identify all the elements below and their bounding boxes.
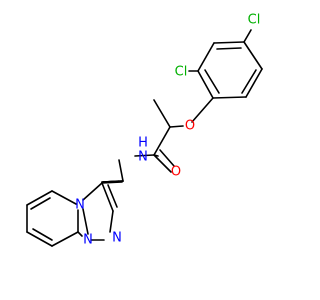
bond-ch-ch3 (153, 99, 171, 128)
bridgehead-nitrogen-atom: N (75, 198, 85, 213)
bond-n-ch2 (118, 159, 124, 182)
bond (51, 190, 77, 205)
bond (26, 231, 53, 247)
bond (197, 70, 214, 99)
triazole-nitrogen-lower: N (83, 233, 93, 248)
chlorine-atom-para: Cl (248, 13, 261, 28)
triazole-ring (82, 182, 118, 241)
bond (82, 208, 89, 235)
bond (204, 69, 220, 94)
background (0, 0, 300, 300)
bond-carbonyl-o-double (159, 149, 175, 167)
bond (51, 231, 79, 247)
bond (107, 184, 118, 208)
bond (197, 42, 215, 72)
bond-chain-ring (101, 181, 123, 184)
bond-o-ch (169, 125, 184, 128)
amide-nitrogen-atom: N (138, 150, 148, 165)
bond (243, 41, 263, 70)
bond (101, 182, 114, 212)
bond (77, 231, 83, 237)
bond (245, 68, 263, 98)
bond (216, 47, 242, 50)
bond (241, 69, 257, 94)
carbonyl-oxygen-atom: O (171, 165, 181, 180)
bond (212, 96, 247, 99)
bond (26, 190, 53, 206)
triazole-nitrogen-upper: N (112, 231, 122, 246)
bond-ch-carbonyl (153, 126, 171, 156)
molecule-canvas: Cl Cl O O N H N N N (0, 0, 300, 300)
bond-aryl-o (191, 97, 214, 123)
bond-c-cl-top (243, 29, 252, 43)
amide-hydrogen-atom: H (138, 136, 148, 151)
bond (32, 228, 53, 241)
structure-diagram: Cl Cl O O N H N N N (0, 0, 300, 300)
bond (30, 197, 51, 210)
pyridine-ring (26, 190, 83, 247)
dichlorophenyl-ring (197, 41, 263, 99)
bond (109, 210, 114, 233)
bond-carbonyl-n (134, 154, 155, 157)
bond (82, 182, 103, 201)
chlorine-atom-ortho: Cl (175, 65, 188, 80)
bond-ch2-ch2 (102, 180, 124, 183)
ether-oxygen-atom: O (185, 119, 195, 134)
bond (213, 41, 245, 44)
bond-carbonyl-o (153, 154, 172, 173)
